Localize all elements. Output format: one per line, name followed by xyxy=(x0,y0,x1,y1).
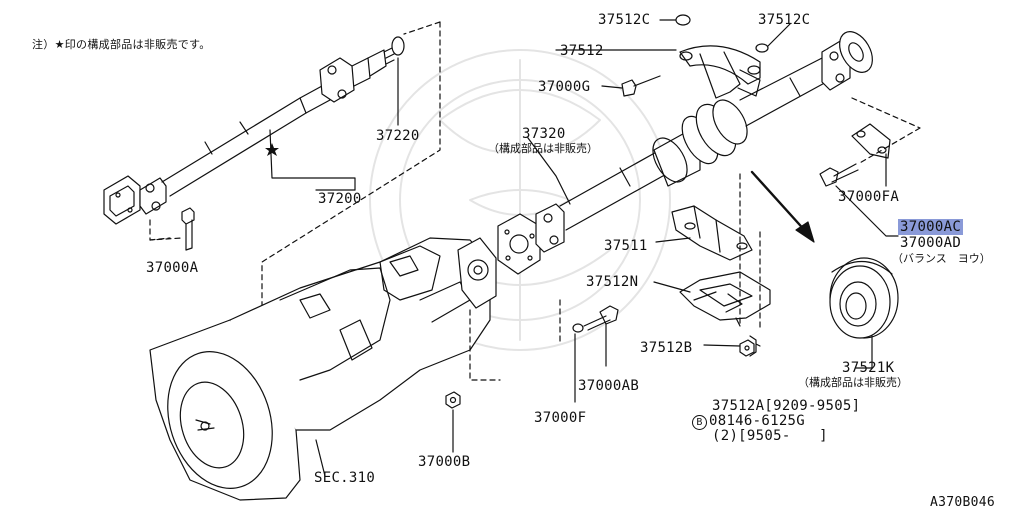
label-37200[interactable]: 37200 xyxy=(318,191,362,207)
label-37000AD-note: （バランス ヨウ） xyxy=(892,252,991,265)
label-37000AD[interactable]: 37000AD xyxy=(900,235,962,251)
label-37320-note: （構成部品は非販売） xyxy=(488,142,598,155)
label-37511[interactable]: 37511 xyxy=(604,238,648,254)
label-37000AC[interactable]: 37000AC xyxy=(898,219,964,235)
direction-arrow xyxy=(750,170,815,243)
washer-37000F[interactable] xyxy=(572,323,584,333)
label-sec310[interactable]: SEC.310 xyxy=(314,470,376,486)
bolt-37000AC[interactable] xyxy=(819,163,859,187)
insulator-37512N[interactable] xyxy=(679,271,771,327)
bolt-37512A[interactable] xyxy=(749,335,761,357)
nut-37000B[interactable] xyxy=(445,391,461,409)
shaft-37200[interactable] xyxy=(103,47,395,225)
label-37000G[interactable]: 37000G xyxy=(538,79,591,95)
seal-37220[interactable] xyxy=(391,36,405,56)
label-37000AC-highlight[interactable]: 37000AC xyxy=(898,219,964,235)
transmission-assembly[interactable] xyxy=(149,237,497,502)
label-37512C-right[interactable]: 37512C xyxy=(758,12,811,28)
label-37521K[interactable]: 37521K xyxy=(842,360,895,376)
bolt-37000AB[interactable] xyxy=(583,305,619,367)
plate-37000FA[interactable] xyxy=(851,123,891,159)
not-sold-star xyxy=(265,143,279,156)
shaft-37320[interactable] xyxy=(497,26,879,275)
nut-37512B[interactable] xyxy=(739,339,755,357)
bolt-37000G[interactable] xyxy=(621,75,661,97)
label-37512[interactable]: 37512 xyxy=(560,43,604,59)
damper-37521K[interactable] xyxy=(829,257,899,339)
label-08146-number[interactable]: 08146-6125G xyxy=(709,413,806,429)
figure-code: A370B046 xyxy=(930,495,996,510)
label-37521K-note: （構成部品は非販売） xyxy=(798,376,908,389)
bracket-37512[interactable] xyxy=(679,45,761,99)
washer-37512C-right[interactable] xyxy=(755,43,769,53)
label-08146-qty: (2)[9505- ] xyxy=(712,428,828,444)
label-37000F[interactable]: 37000F xyxy=(534,410,587,426)
not-sold-note: 注）★印の構成部品は非販売です。 xyxy=(32,38,211,51)
label-37512B[interactable]: 37512B xyxy=(640,340,693,356)
label-37512C-top[interactable]: 37512C xyxy=(598,12,651,28)
label-37320[interactable]: 37320 xyxy=(522,126,566,142)
label-37512N[interactable]: 37512N xyxy=(586,274,639,290)
bolt-37000A[interactable] xyxy=(181,207,195,251)
label-37000B[interactable]: 37000B xyxy=(418,454,471,470)
label-37000AB[interactable]: 37000AB xyxy=(578,378,640,394)
label-37512A[interactable]: 37512A[9209-9505] xyxy=(712,398,861,414)
bracket-37511[interactable] xyxy=(671,205,753,261)
washer-37512C-top[interactable] xyxy=(675,14,691,26)
label-37000A[interactable]: 37000A xyxy=(146,260,199,276)
b-circle-icon: B xyxy=(692,415,707,430)
label-37220[interactable]: 37220 xyxy=(376,128,420,144)
label-37000FA[interactable]: 37000FA xyxy=(838,189,900,205)
